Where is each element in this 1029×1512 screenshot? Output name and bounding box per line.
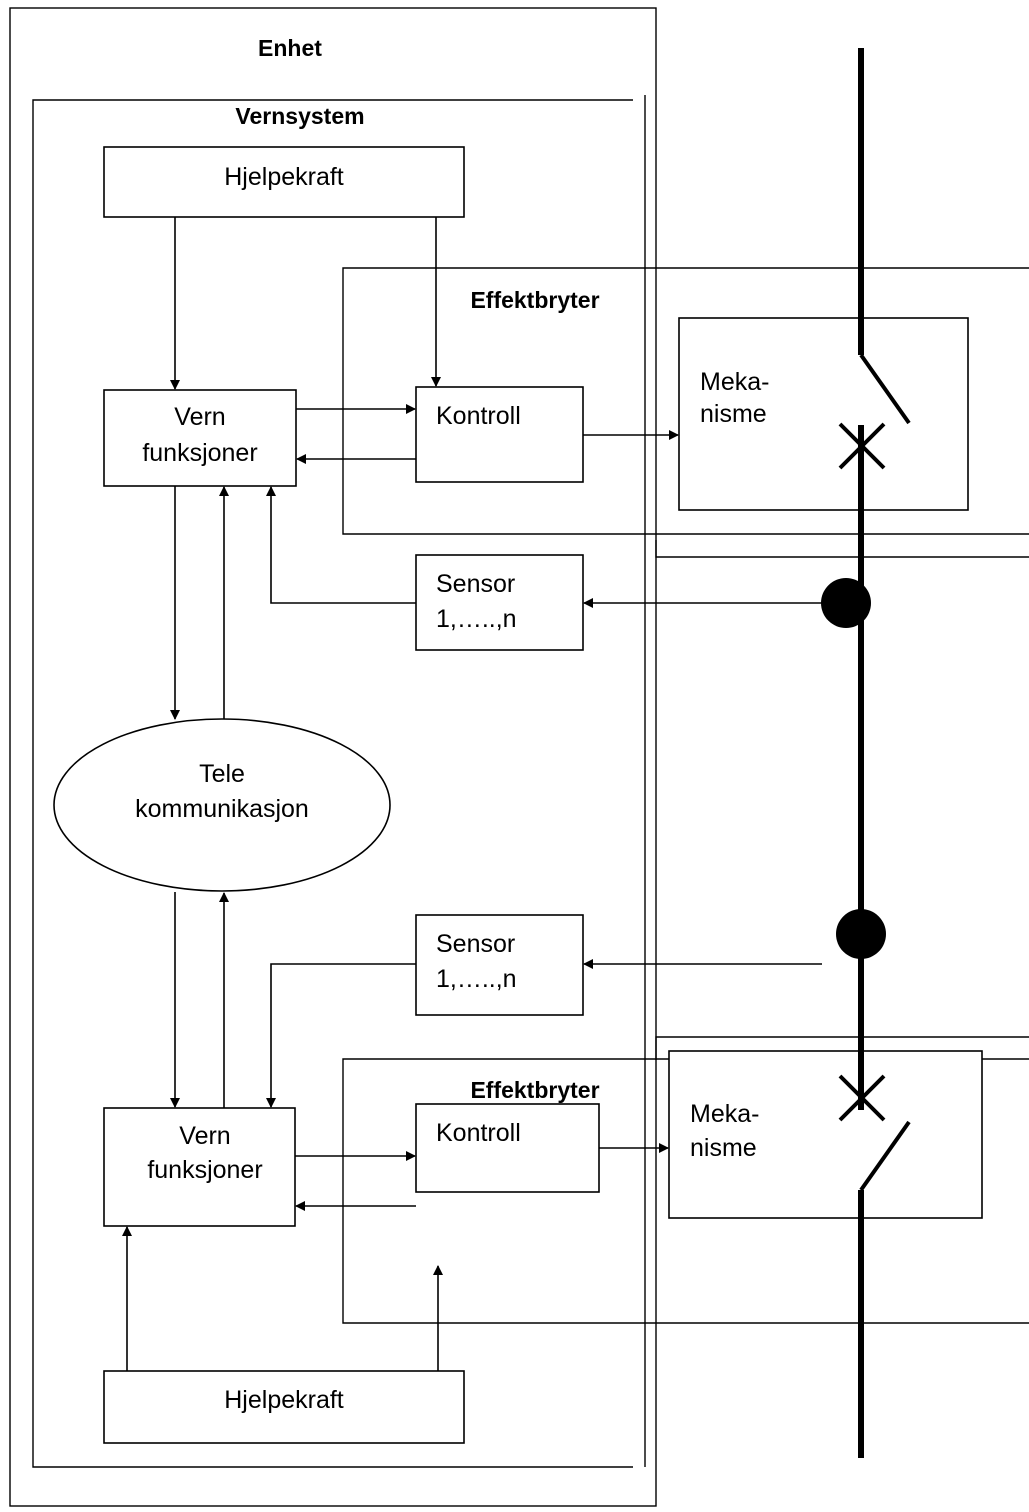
control-top — [415, 386, 584, 483]
breaker-contact-bottom — [859, 1120, 911, 1192]
breaker-frame-bottom-inner — [655, 1036, 1029, 1060]
mechanism-bottom-line1: Meka- — [690, 1100, 759, 1128]
sensor-top-line2: 1,…..,n — [436, 605, 517, 633]
mechanism-top — [678, 317, 969, 511]
telecommunication — [53, 718, 391, 892]
breaker-bottom-label: Effektbryter — [470, 1077, 599, 1103]
power-supply-top-label: Hjelpekraft — [224, 163, 344, 191]
unit-label: Enhet — [258, 35, 322, 61]
sensor-top — [415, 554, 584, 651]
power-supply-bottom — [103, 1370, 465, 1444]
control-bottom-label: Kontroll — [436, 1119, 521, 1147]
arrow-sensor-to-protection-bottom — [266, 963, 416, 1108]
unit-frame — [9, 7, 657, 1507]
breaker-x-bottom-icon — [838, 1074, 886, 1122]
system-frame — [32, 99, 633, 1468]
control-top-label: Kontroll — [436, 402, 521, 430]
mechanism-bottom — [668, 1050, 983, 1219]
sensor-top-line1: Sensor — [436, 570, 515, 598]
breaker-contact-top — [859, 353, 911, 425]
sensor-bottom — [415, 914, 584, 1016]
breaker-frame-top-inner — [655, 540, 1029, 558]
sensor-bottom-line1: Sensor — [436, 930, 515, 958]
system-label: Vernsystem — [235, 103, 364, 129]
protection-functions-top — [103, 389, 297, 487]
protection-functions-top-line2: funksjoner — [142, 439, 257, 467]
power-supply-top — [103, 146, 465, 218]
breaker-top-label: Effektbryter — [470, 287, 599, 313]
sensor-bottom-line2: 1,…..,n — [436, 965, 517, 993]
protection-functions-bottom-line2: funksjoner — [147, 1156, 262, 1184]
sensor-point-bottom — [836, 909, 886, 959]
protection-functions-bottom-line1: Vern — [179, 1122, 230, 1150]
power-supply-bottom-label: Hjelpekraft — [224, 1386, 344, 1414]
control-bottom — [415, 1103, 600, 1193]
protection-functions-bottom — [103, 1107, 296, 1227]
mechanism-bottom-line2: nisme — [690, 1134, 757, 1162]
telecommunication-line2: kommunikasjon — [135, 795, 309, 823]
arrow-sensor-to-protection-top — [266, 486, 416, 604]
breaker-frame-top-outer — [342, 267, 1029, 535]
sensor-point-top — [821, 578, 871, 628]
mechanism-top-line1: Meka- — [700, 368, 769, 396]
mechanism-top-line2: nisme — [700, 400, 767, 428]
telecommunication-line1: Tele — [199, 760, 245, 788]
breaker-x-top-icon — [838, 422, 886, 470]
protection-functions-top-line1: Vern — [174, 403, 225, 431]
